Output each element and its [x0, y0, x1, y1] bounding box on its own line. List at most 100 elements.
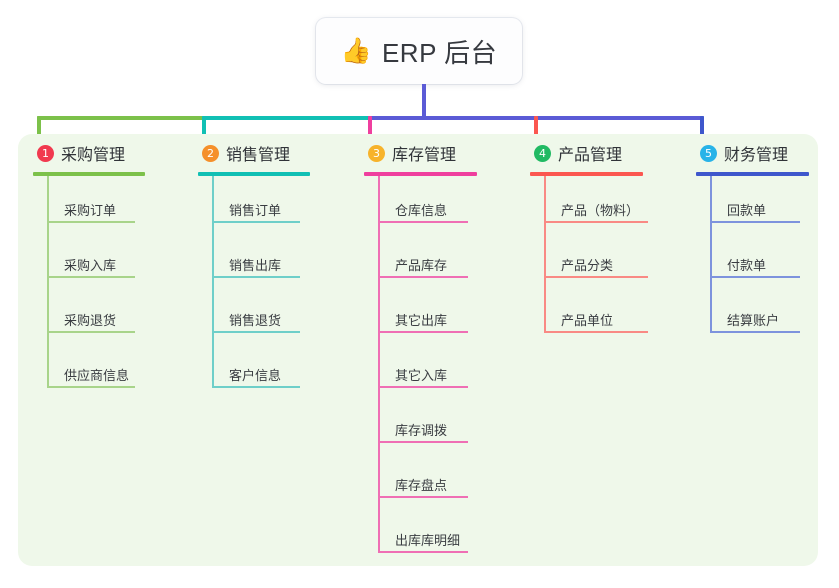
list-item[interactable]: 产品单位 — [530, 286, 648, 341]
list-item-label: 其它入库 — [395, 368, 448, 383]
list-item-label: 仓库信息 — [395, 203, 448, 218]
list-item[interactable]: 其它出库 — [364, 286, 477, 341]
list-item-label: 采购入库 — [64, 258, 117, 273]
list-item[interactable]: 采购退货 — [33, 286, 145, 341]
list-item-label: 库存盘点 — [395, 478, 448, 493]
list-item-rule — [710, 331, 800, 333]
list-item[interactable]: 销售出库 — [198, 231, 310, 286]
list-item-rule — [378, 276, 468, 278]
column-index-badge: 3 — [368, 144, 385, 162]
list-item-rule — [212, 221, 300, 223]
list-item[interactable]: 付款单 — [696, 231, 809, 286]
list-item-label: 付款单 — [727, 258, 767, 273]
list-item-label: 产品（物料） — [561, 203, 640, 218]
column-rule — [198, 172, 310, 176]
column-rule — [364, 172, 477, 176]
list-item-label: 结算账户 — [727, 313, 780, 328]
list-item[interactable]: 出库库明细 — [364, 506, 477, 561]
list-item-rule — [378, 441, 468, 443]
column-items: 采购订单采购入库采购退货供应商信息 — [33, 176, 145, 396]
column-header[interactable]: 5 财务管理 — [696, 140, 809, 166]
list-item-rule — [47, 331, 135, 333]
list-item-rule — [212, 386, 300, 388]
list-item-label: 销售订单 — [229, 203, 282, 218]
list-item[interactable]: 产品分类 — [530, 231, 648, 286]
column-spine — [212, 176, 214, 388]
list-item[interactable]: 销售订单 — [198, 176, 310, 231]
list-item-label: 客户信息 — [229, 368, 282, 383]
list-item-rule — [710, 221, 800, 223]
connector-drop-2 — [202, 116, 206, 146]
list-item-label: 出库库明细 — [395, 533, 461, 548]
column-rule — [33, 172, 145, 176]
list-item-label: 产品单位 — [561, 313, 614, 328]
list-item-label: 库存调拨 — [395, 423, 448, 438]
list-item[interactable]: 库存调拨 — [364, 396, 477, 451]
modules-panel — [18, 134, 818, 566]
list-item-rule — [544, 221, 648, 223]
list-item-label: 其它出库 — [395, 313, 448, 328]
list-item[interactable]: 仓库信息 — [364, 176, 477, 231]
list-item-rule — [378, 551, 468, 553]
list-item-label: 采购退货 — [64, 313, 117, 328]
connector-drop-5 — [700, 116, 704, 146]
list-item[interactable]: 结算账户 — [696, 286, 809, 341]
list-item[interactable]: 库存盘点 — [364, 451, 477, 506]
column-title: 产品管理 — [558, 147, 623, 164]
column-header[interactable]: 1 采购管理 — [33, 140, 145, 166]
connector-drop-1 — [37, 116, 41, 146]
list-item[interactable]: 销售退货 — [198, 286, 310, 341]
column-title: 采购管理 — [61, 147, 126, 164]
root-node-card[interactable]: 👍 ERP 后台 — [316, 18, 522, 84]
list-item-rule — [544, 276, 648, 278]
column-index-badge: 1 — [37, 144, 54, 162]
list-item[interactable]: 其它入库 — [364, 341, 477, 396]
column-index-badge: 5 — [700, 144, 717, 162]
connector-rail-1 — [37, 116, 206, 120]
list-item-label: 产品分类 — [561, 258, 614, 273]
list-item-rule — [710, 276, 800, 278]
list-item[interactable]: 采购入库 — [33, 231, 145, 286]
thumbs-up-icon: 👍 — [340, 36, 372, 65]
column-rule — [696, 172, 809, 176]
list-item[interactable]: 供应商信息 — [33, 341, 145, 396]
list-item-rule — [47, 386, 135, 388]
list-item-rule — [378, 496, 468, 498]
connector-drop-3 — [368, 116, 372, 146]
column-rule — [530, 172, 643, 176]
connector-rail-2 — [202, 116, 372, 120]
list-item-label: 采购订单 — [64, 203, 117, 218]
trunk-connector — [422, 84, 426, 118]
column-spine — [47, 176, 49, 388]
list-item[interactable]: 产品库存 — [364, 231, 477, 286]
list-item[interactable]: 客户信息 — [198, 341, 310, 396]
column-items: 回款单付款单结算账户 — [696, 176, 809, 341]
column-spine — [544, 176, 546, 333]
list-item[interactable]: 产品（物料） — [530, 176, 648, 231]
list-item[interactable]: 采购订单 — [33, 176, 145, 231]
column-items: 销售订单销售出库销售退货客户信息 — [198, 176, 310, 396]
column-header[interactable]: 3 库存管理 — [364, 140, 477, 166]
list-item-rule — [47, 276, 135, 278]
column-spine — [378, 176, 380, 553]
list-item-rule — [544, 331, 648, 333]
column-title: 库存管理 — [392, 147, 457, 164]
column-title: 销售管理 — [226, 147, 291, 164]
list-item-label: 供应商信息 — [64, 368, 130, 383]
list-item[interactable]: 回款单 — [696, 176, 809, 231]
column-spine — [710, 176, 712, 333]
module-column-采购管理: 1 采购管理采购订单采购入库采购退货供应商信息 — [33, 140, 145, 396]
list-item-label: 回款单 — [727, 203, 767, 218]
list-item-rule — [212, 331, 300, 333]
connector-drop-4 — [534, 116, 538, 146]
list-item-label: 销售出库 — [229, 258, 282, 273]
root-title: ERP 后台 — [381, 37, 498, 68]
list-item-rule — [378, 221, 468, 223]
column-title: 财务管理 — [724, 147, 789, 164]
column-items: 产品（物料） 产品分类产品单位 — [530, 176, 648, 341]
list-item-rule — [378, 331, 468, 333]
